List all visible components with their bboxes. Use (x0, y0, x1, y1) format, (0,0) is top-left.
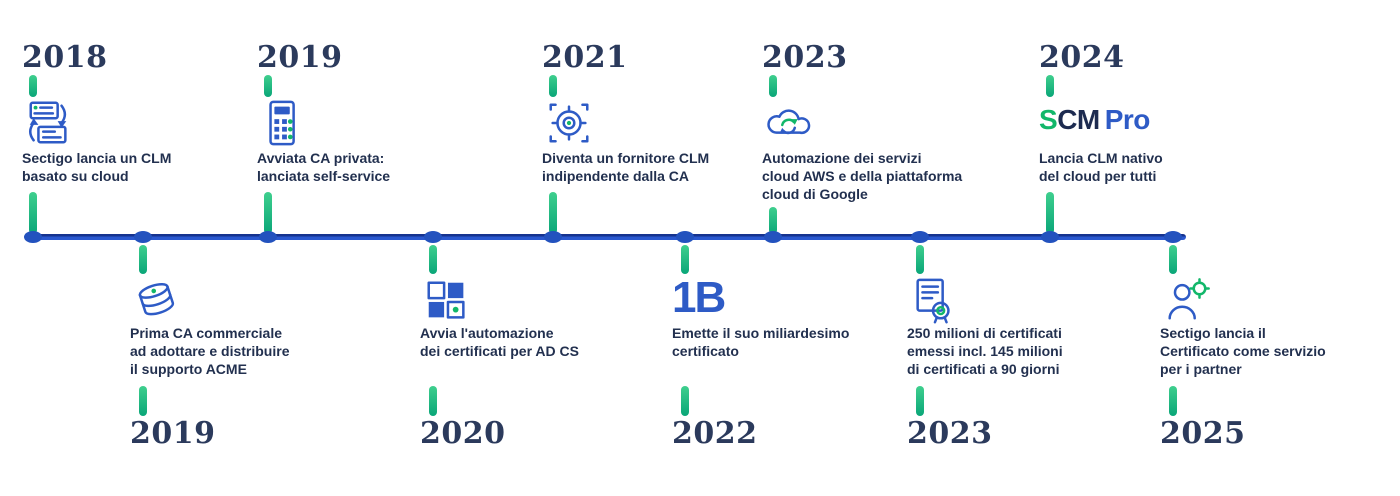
timeline-dot (134, 231, 152, 243)
connector-bar (29, 75, 37, 97)
milestone-2019-acme: Prima CA commerciale ad adottare e distr… (130, 0, 370, 496)
private-ca-icon (257, 98, 315, 148)
connector-bar (1046, 192, 1054, 234)
connector-bar (139, 245, 147, 274)
milestone-description: Sectigo lancia un CLM basato su cloud (22, 150, 172, 184)
partner-service-icon (1160, 276, 1218, 326)
timeline-dot (764, 231, 782, 243)
connector-bar (916, 245, 924, 274)
timeline-dot (676, 231, 694, 243)
milestone-description: Lancia CLM nativo del cloud per tutti (1039, 150, 1163, 184)
connector-bar (139, 386, 147, 416)
timeline-dot (911, 231, 929, 243)
connector-bar (1169, 245, 1177, 274)
scm-pro-logo-cm: CM (1057, 104, 1100, 135)
cloud-sync-icon (762, 98, 820, 148)
milestone-description: Avvia l'automazione dei certificati per … (420, 325, 579, 359)
connector-bar (681, 245, 689, 274)
year-label: 2023 (762, 40, 848, 75)
scm-pro-logo-s: S (1039, 104, 1058, 135)
timeline-dot (424, 231, 442, 243)
connector-bar (681, 386, 689, 416)
milestone-description: Diventa un fornitore CLM indipendente da… (542, 150, 710, 184)
timeline-dot (1041, 231, 1059, 243)
milestone-description: Prima CA commerciale ad adottare e distr… (130, 325, 290, 377)
one-billion-icon: 1B (672, 273, 726, 322)
year-label: 2019 (257, 40, 343, 75)
year-label: 2025 (1160, 416, 1246, 451)
timeline-dot (24, 231, 42, 243)
milestone-2018: 2018 Sectigo lancia un CLM basato su clo… (22, 0, 262, 496)
scm-pro-logo-pro: Pro (1104, 104, 1151, 135)
ca-agnostic-gear-icon (542, 98, 600, 148)
year-label: 2023 (907, 416, 993, 451)
acme-stack-icon (130, 276, 188, 326)
milestone-2020: Avvia l'automazione dei certificati per … (420, 0, 660, 496)
clm-cloud-cycle-icon (22, 98, 80, 148)
connector-bar (1169, 386, 1177, 416)
year-label: 2018 (22, 40, 108, 75)
connector-bar (916, 386, 924, 416)
year-label: 2019 (130, 416, 216, 451)
timeline-dot (544, 231, 562, 243)
milestone-description: Emette il suo miliardesimo certificato (672, 325, 850, 359)
milestone-2019-private-ca: 2019 Avviata CA privata: lanciata self-s… (257, 0, 497, 496)
connector-bar (769, 75, 777, 97)
milestone-2023-certificates: 250 milioni di certificati emessi incl. … (907, 0, 1147, 496)
year-label: 2024 (1039, 40, 1125, 75)
connector-bar (429, 245, 437, 274)
timeline-dot (259, 231, 277, 243)
connector-bar (549, 192, 557, 234)
connector-bar (429, 386, 437, 416)
milestone-description: 250 milioni di certificati emessi incl. … (907, 325, 1063, 377)
connector-bar (549, 75, 557, 97)
connector-bar (769, 207, 777, 234)
milestone-2022: 1B Emette il suo miliardesimo certificat… (672, 0, 912, 496)
year-label: 2021 (542, 40, 628, 75)
connector-bar (264, 192, 272, 234)
milestone-2023-cloud: 2023 Automazione dei servizi cloud AWS e… (762, 0, 1002, 496)
connector-bar (264, 75, 272, 97)
timeline-dot (1164, 231, 1182, 243)
milestone-description: Sectigo lancia il Certificato come servi… (1160, 325, 1326, 377)
ad-cs-window-icon (420, 276, 478, 326)
certificates-seal-icon (907, 276, 965, 326)
milestone-2025: Sectigo lancia il Certificato come servi… (1160, 0, 1400, 496)
timeline-axis (30, 234, 1186, 240)
milestone-2021: 2021 Diventa un fornitore CLM indipenden… (542, 0, 782, 496)
milestone-description: Automazione dei servizi cloud AWS e dell… (762, 150, 963, 202)
connector-bar (29, 192, 37, 234)
milestone-description: Avviata CA privata: lanciata self-servic… (257, 150, 391, 184)
year-label: 2020 (420, 416, 506, 451)
connector-bar (1046, 75, 1054, 97)
year-label: 2022 (672, 416, 758, 451)
